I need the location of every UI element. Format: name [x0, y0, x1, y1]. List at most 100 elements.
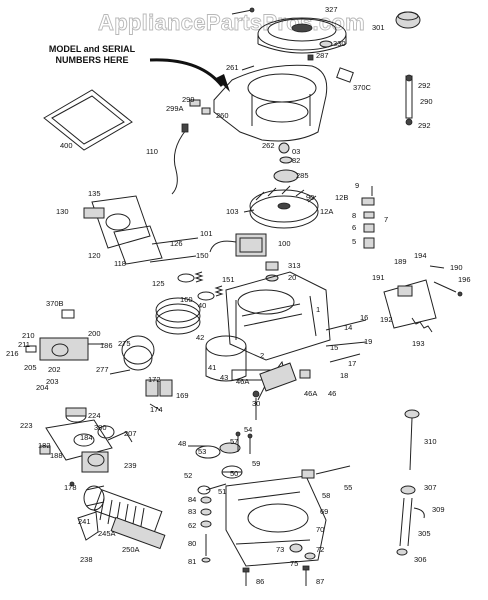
- label-207: 207: [124, 429, 137, 438]
- label-2: 2: [260, 351, 264, 360]
- part-washers-84: [200, 496, 212, 563]
- part-link-207: [107, 431, 133, 443]
- part-cam-gear: [188, 442, 241, 459]
- label-188: 188: [50, 451, 63, 460]
- label-330: 330: [333, 39, 346, 48]
- label-292b: 292: [418, 121, 431, 130]
- label-204: 204: [36, 383, 49, 392]
- label-84: 84: [188, 495, 196, 504]
- label-100: 100: [278, 239, 291, 248]
- label-210: 210: [22, 331, 35, 340]
- label-30: 30: [252, 399, 260, 408]
- label-285: 285: [296, 171, 309, 180]
- label-130: 130: [56, 207, 69, 216]
- label-241: 241: [78, 517, 91, 526]
- label-191: 191: [372, 273, 385, 282]
- label-174: 174: [150, 405, 163, 414]
- part-fuel-pump-239: [81, 451, 109, 473]
- part-piston: [205, 335, 247, 382]
- label-03: 03: [292, 147, 300, 156]
- label-238: 238: [80, 555, 93, 564]
- label-42: 42: [196, 333, 204, 342]
- part-spark-plug-100: [235, 233, 267, 257]
- part-head-gasket-118: [113, 225, 163, 265]
- callout-arrow-shaft: [149, 58, 224, 87]
- part-starter-cup: [395, 11, 421, 29]
- part-bracket-238: [77, 511, 99, 541]
- label-135: 135: [88, 189, 101, 198]
- label-110: 110: [146, 147, 158, 156]
- label-120: 120: [88, 251, 101, 260]
- label-81: 81: [188, 557, 196, 566]
- label-190: 190: [450, 263, 463, 272]
- part-bolts-86: [242, 565, 310, 586]
- label-192: 192: [380, 315, 393, 324]
- part-crankshaft: [252, 362, 297, 420]
- label-9: 9: [355, 181, 359, 190]
- part-drum-275: [121, 335, 155, 371]
- label-17: 17: [348, 359, 356, 368]
- part-bracket-299: [189, 99, 211, 115]
- part-valves-16: [325, 319, 367, 363]
- part-shaft-51: [197, 483, 227, 495]
- part-piston-rings-42: [155, 297, 201, 335]
- part-governor-stack: [361, 186, 375, 249]
- label-6: 6: [352, 223, 356, 232]
- watermark: AppliancePartsPros.com: [98, 10, 365, 35]
- label-80: 80: [188, 539, 196, 548]
- label-20: 20: [288, 273, 296, 282]
- label-370c: 370C: [353, 83, 372, 92]
- part-cam-50: [221, 465, 243, 479]
- label-43: 43: [220, 373, 228, 382]
- label-101: 101: [200, 229, 213, 238]
- part-blower-housing: [213, 64, 328, 142]
- label-1: 1: [316, 305, 320, 314]
- part-oil-fill-55: [301, 465, 351, 479]
- part-pin-277: [109, 369, 131, 375]
- label-58: 58: [322, 491, 330, 500]
- label-5: 5: [352, 237, 356, 246]
- part-number-labels: 327 301 330 287 261 370C 292 290 292 299…: [6, 5, 471, 586]
- label-290: 290: [420, 97, 433, 106]
- label-18: 18: [340, 371, 348, 380]
- label-203: 203: [46, 377, 59, 386]
- part-fastener-261: [241, 65, 255, 71]
- label-216: 216: [6, 349, 19, 358]
- label-370b: 370B: [46, 299, 64, 308]
- label-125: 125: [152, 279, 165, 288]
- label-305: 305: [418, 529, 431, 538]
- label-277: 277: [96, 365, 109, 374]
- label-46a-1: 46A: [236, 377, 249, 386]
- label-15: 15: [330, 343, 338, 352]
- part-valve-springs: [177, 271, 224, 301]
- label-380: 380: [94, 423, 107, 432]
- part-cylinder-head: [83, 195, 151, 249]
- part-shroud-400: [43, 89, 133, 151]
- label-50: 50: [230, 469, 238, 478]
- label-224: 224: [88, 411, 101, 420]
- label-53: 53: [198, 447, 206, 456]
- part-dipstick-310: [404, 409, 420, 471]
- part-screw-178: [69, 481, 75, 487]
- label-55: 55: [344, 483, 352, 492]
- label-287: 287: [316, 51, 329, 60]
- label-309: 309: [432, 505, 445, 514]
- label-299: 299: [182, 95, 195, 104]
- label-8: 8: [352, 211, 356, 220]
- part-lead-101: [209, 240, 237, 253]
- part-rewind-starter: [257, 17, 347, 54]
- part-fuel-tank: [45, 419, 113, 461]
- label-150: 150: [196, 251, 209, 260]
- part-starter-handle: [231, 7, 255, 15]
- label-54: 54: [244, 425, 252, 434]
- label-307: 307: [424, 483, 437, 492]
- label-69: 69: [320, 507, 328, 516]
- label-275: 275: [118, 339, 131, 348]
- label-239: 239: [124, 461, 137, 470]
- label-200: 200: [88, 329, 101, 338]
- label-262: 262: [262, 141, 275, 150]
- label-72: 72: [316, 545, 324, 554]
- label-70: 70: [316, 525, 324, 534]
- label-51: 51: [218, 487, 226, 496]
- part-screw-287: [307, 54, 314, 61]
